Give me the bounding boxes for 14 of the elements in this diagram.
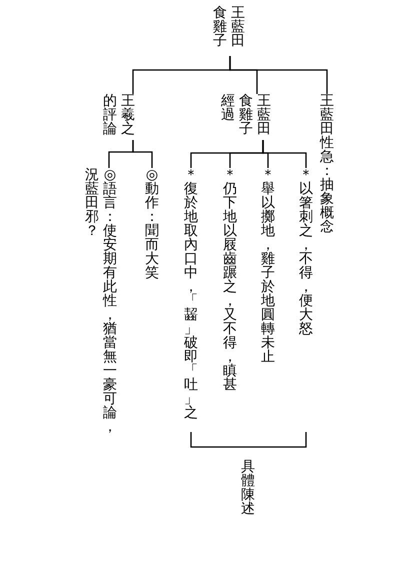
branch-heading: 王藍田性急：抽象概念 [319,94,335,236]
connector-line [229,56,328,94]
branch-heading: 王羲之的評論 [102,94,136,137]
item-text: ＊仍下地以屐齒蹍之，又不得，瞋甚 [222,168,238,424]
item-text: ＊舉以擲地，雞子於地圓轉未止 [260,168,276,424]
item-text: ＊復於地取內口中，「齧」破即「吐」之 [183,168,199,424]
connector-line [190,140,264,168]
connector-line [108,140,134,168]
item-text: ◎語言：使安期有此性，猶當無一豪可論，況藍田邪？ [84,168,118,435]
summary-text: 具體陳述 [240,460,256,519]
item-text: ＊以箸刺之，不得，便大怒 [298,168,314,424]
item-text: ◎動作：聞而大笑 [144,168,160,424]
topic-text: 王藍田食雞子 [212,6,246,49]
branch-heading: 王藍田食雞子經過 [220,94,272,137]
